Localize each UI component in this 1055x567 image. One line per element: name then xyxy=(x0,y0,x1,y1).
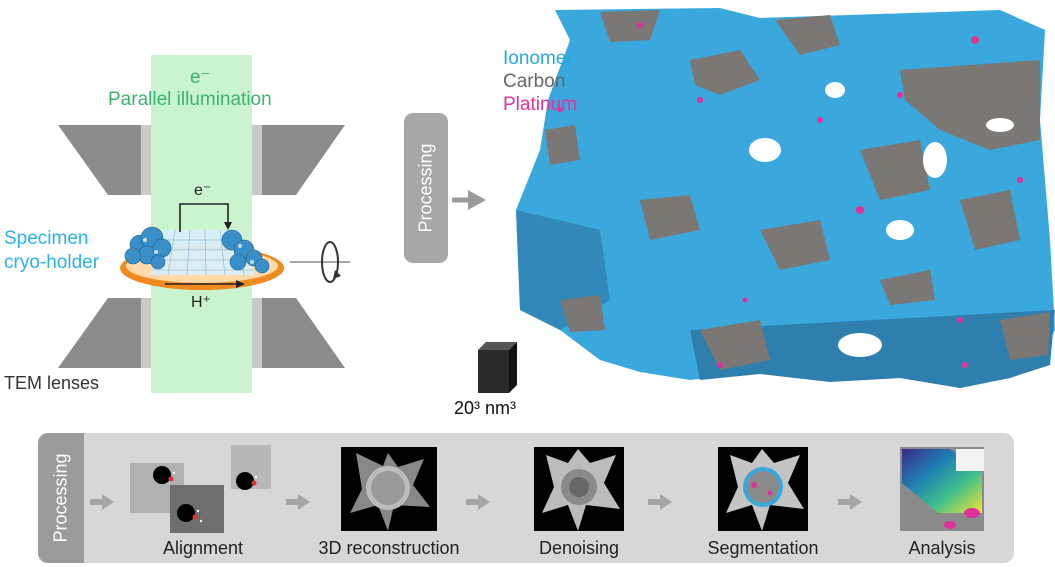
pipeline-graphics xyxy=(90,445,984,533)
rotation-icon xyxy=(290,241,350,283)
pipeline-arrows xyxy=(90,494,862,510)
legend-carbon: Carbon xyxy=(503,71,566,92)
legend-ionomer: Ionomer xyxy=(503,48,573,69)
denoising-thumbnail xyxy=(534,447,624,531)
top-figure xyxy=(58,8,1055,393)
parallel-illumination-label: Parallel illumination xyxy=(108,89,272,110)
alignment-thumbnail xyxy=(130,445,271,533)
electron-label: e⁻ xyxy=(190,67,211,88)
electron-inner-label: e⁻ xyxy=(194,182,212,199)
upper-lens xyxy=(58,125,345,195)
processing-badge-label: Processing xyxy=(415,143,436,233)
processing-pipeline: Processing xyxy=(38,433,1014,563)
processing-badge: Processing xyxy=(404,113,448,263)
cryo-holder-label: cryo-holder xyxy=(4,252,100,273)
step-3d-reconstruction: 3D reconstruction xyxy=(318,538,460,558)
step-alignment: Alignment xyxy=(162,538,244,558)
step-segmentation: Segmentation xyxy=(707,538,819,558)
tem-lenses-label: TEM lenses xyxy=(4,373,100,393)
electron-beam xyxy=(151,55,252,393)
scale-cube xyxy=(478,342,517,393)
analysis-thumbnail xyxy=(900,447,984,531)
legend-platinum: Platinum xyxy=(503,94,577,115)
specimen-holder xyxy=(120,203,284,290)
volume-render xyxy=(516,8,1055,388)
proton-label: H⁺ xyxy=(191,294,211,311)
processing-arrow xyxy=(452,190,486,210)
segmentation-thumbnail xyxy=(718,447,808,531)
reconstruction-thumbnail xyxy=(341,447,437,531)
specimen-label: Specimen xyxy=(4,228,89,249)
step-denoising: Denoising xyxy=(538,538,620,558)
lower-lens xyxy=(58,298,345,368)
pipeline-side-tab: Processing xyxy=(38,433,84,563)
scale-label: 20³ nm³ xyxy=(454,398,517,418)
step-analysis: Analysis xyxy=(908,538,976,558)
